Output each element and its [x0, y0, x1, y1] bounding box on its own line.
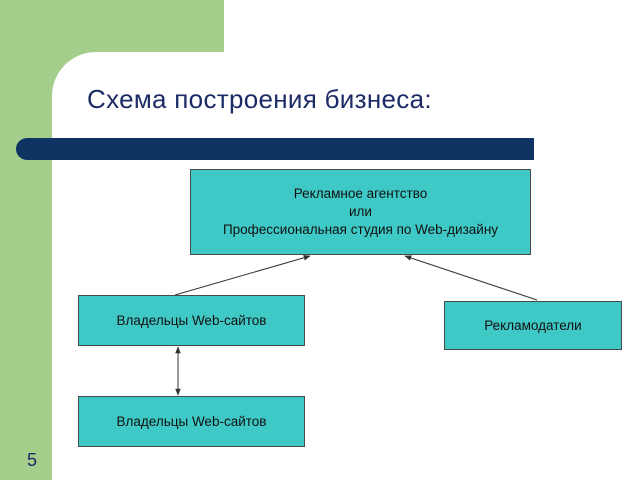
agency-label-line3: Профессиональная студия по Web-дизайну: [222, 222, 499, 237]
agency-box: Рекламное агентство или Профессиональная…: [190, 169, 531, 255]
advertisers-box: Рекламодатели: [444, 301, 622, 350]
website-owners-label: Владельцы Web-сайтов: [116, 312, 267, 328]
website-owners-label: Владельцы Web-сайтов: [116, 413, 267, 429]
agency-label-line1: Рекламное агентство: [293, 186, 428, 201]
website-owners-box-bottom: Владельцы Web-сайтов: [78, 396, 305, 447]
agency-label-line2: или: [349, 204, 372, 219]
advertisers-label: Рекламодатели: [484, 317, 582, 333]
page-title: Схема построения бизнеса:: [87, 84, 432, 114]
arrow-owners-to-agency: [174, 255, 311, 296]
title-underline-bar: [16, 138, 534, 160]
slide-number: 5: [27, 450, 38, 470]
arrow-advertisers-to-agency: [404, 255, 538, 301]
website-owners-box-top: Владельцы Web-сайтов: [78, 295, 305, 346]
